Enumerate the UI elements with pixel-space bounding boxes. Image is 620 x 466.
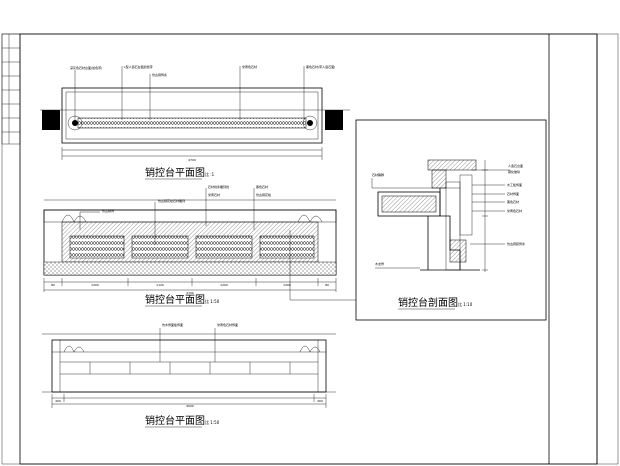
plant-elevation-left [61,214,87,223]
elev-label-2: 仿古铜花纹石材雕刻 [158,198,185,203]
section-label-1: 人造石台面 [508,163,523,168]
view-title-4: 销控台剖面图 [398,296,458,309]
view-scale-2: 比 1:50 [205,298,220,304]
plant-elevation-right [297,214,323,223]
elev-dim-5: 1200 [283,283,291,287]
plan-top-label-3: 仿古铜饰条 [152,72,167,77]
carved-panel-4 [259,235,315,259]
section-label-7: 仿古铜装饰条 [507,241,525,246]
elev-dim-2: 1200 [91,283,99,287]
section-label-2: 钢化玻璃 [508,169,520,174]
carved-panel-1 [69,235,125,259]
elev-label-4: 米黄石材 [208,192,220,197]
plan-top-label-5: 黑色石材(带人造石面) [306,64,335,69]
section-view: 人造石台面 钢化玻璃 木工板饰面 石材饰面 黑色石材 米黄色石材 仿古铜装饰条 … [289,119,547,321]
elev-label-5: 黑色石材 [256,184,268,189]
elev-dim-3: 1120 [156,283,164,287]
section-label-9: 木龙骨 [375,261,384,266]
elev-dim-6: 80 [325,283,329,287]
section-label-8: 石材踢脚 [372,172,384,177]
elev-dim-1: 80 [51,283,55,287]
bottom-label-2: 米黄色石材饰面 [217,322,238,327]
plant-symbol-right [302,115,318,131]
plan-view-bottom: 400 4500 400 仿木饰面板饰面 米黄色石材饰面 销控台平面图 比 1:… [42,322,336,428]
view-scale-3: 比 1:50 [205,419,220,425]
elev-label-3: 石材线条雕刻线 [208,184,229,189]
elev-total-dim: 4700 [186,291,194,295]
view-title-1: 销控台平面图 [145,166,205,179]
left-title-strip [1,33,21,145]
bottom-label-1: 仿木饰面板饰面 [162,322,183,327]
plan-view-top: 4700 深灰色石材台面(加色带) L型人造石台面加色带 仿古铜饰条 米黄色石材… [40,64,350,180]
view-scale-1: 比 :1 [205,171,215,177]
section-label-3: 木工板饰面 [507,182,522,187]
carved-panel-3 [195,235,253,259]
black-stone-block-right [325,110,343,130]
black-stone-block-left [42,110,60,130]
sheet-frame [1,33,619,465]
section-label-4: 石材饰面 [507,191,519,196]
bottom-dim-right: 400 [317,399,323,403]
carved-panel-2 [131,235,189,259]
section-countertop [427,159,477,171]
section-frame [355,119,547,321]
plan-top-label-2: L型人造石台面加色带 [124,64,153,69]
elevation-view: 80 1200 1120 1200 1200 80 4700 仿古铜饰 仿古铜花… [43,184,337,307]
view-title-3: 销控台平面图 [145,414,205,427]
view-title-2: 销控台平面图 [145,293,205,306]
plan-top-total-dim: 4700 [188,158,196,162]
bottom-dim-total: 4500 [186,404,194,408]
elev-dim-4: 1200 [220,283,228,287]
elev-label-6: 仿古铜花格 [256,192,271,197]
plan-top-label-4: 米黄色石材 [242,64,257,69]
section-label-6: 米黄色石材 [507,208,522,213]
view-scale-4: 比 1:10 [458,301,473,307]
bottom-dim-left: 400 [55,399,61,403]
section-label-5: 黑色石材 [507,199,519,204]
elev-label-1: 仿古铜饰 [102,208,114,213]
plan-top-label-1: 深灰色石材台面(加色带) [70,65,102,70]
